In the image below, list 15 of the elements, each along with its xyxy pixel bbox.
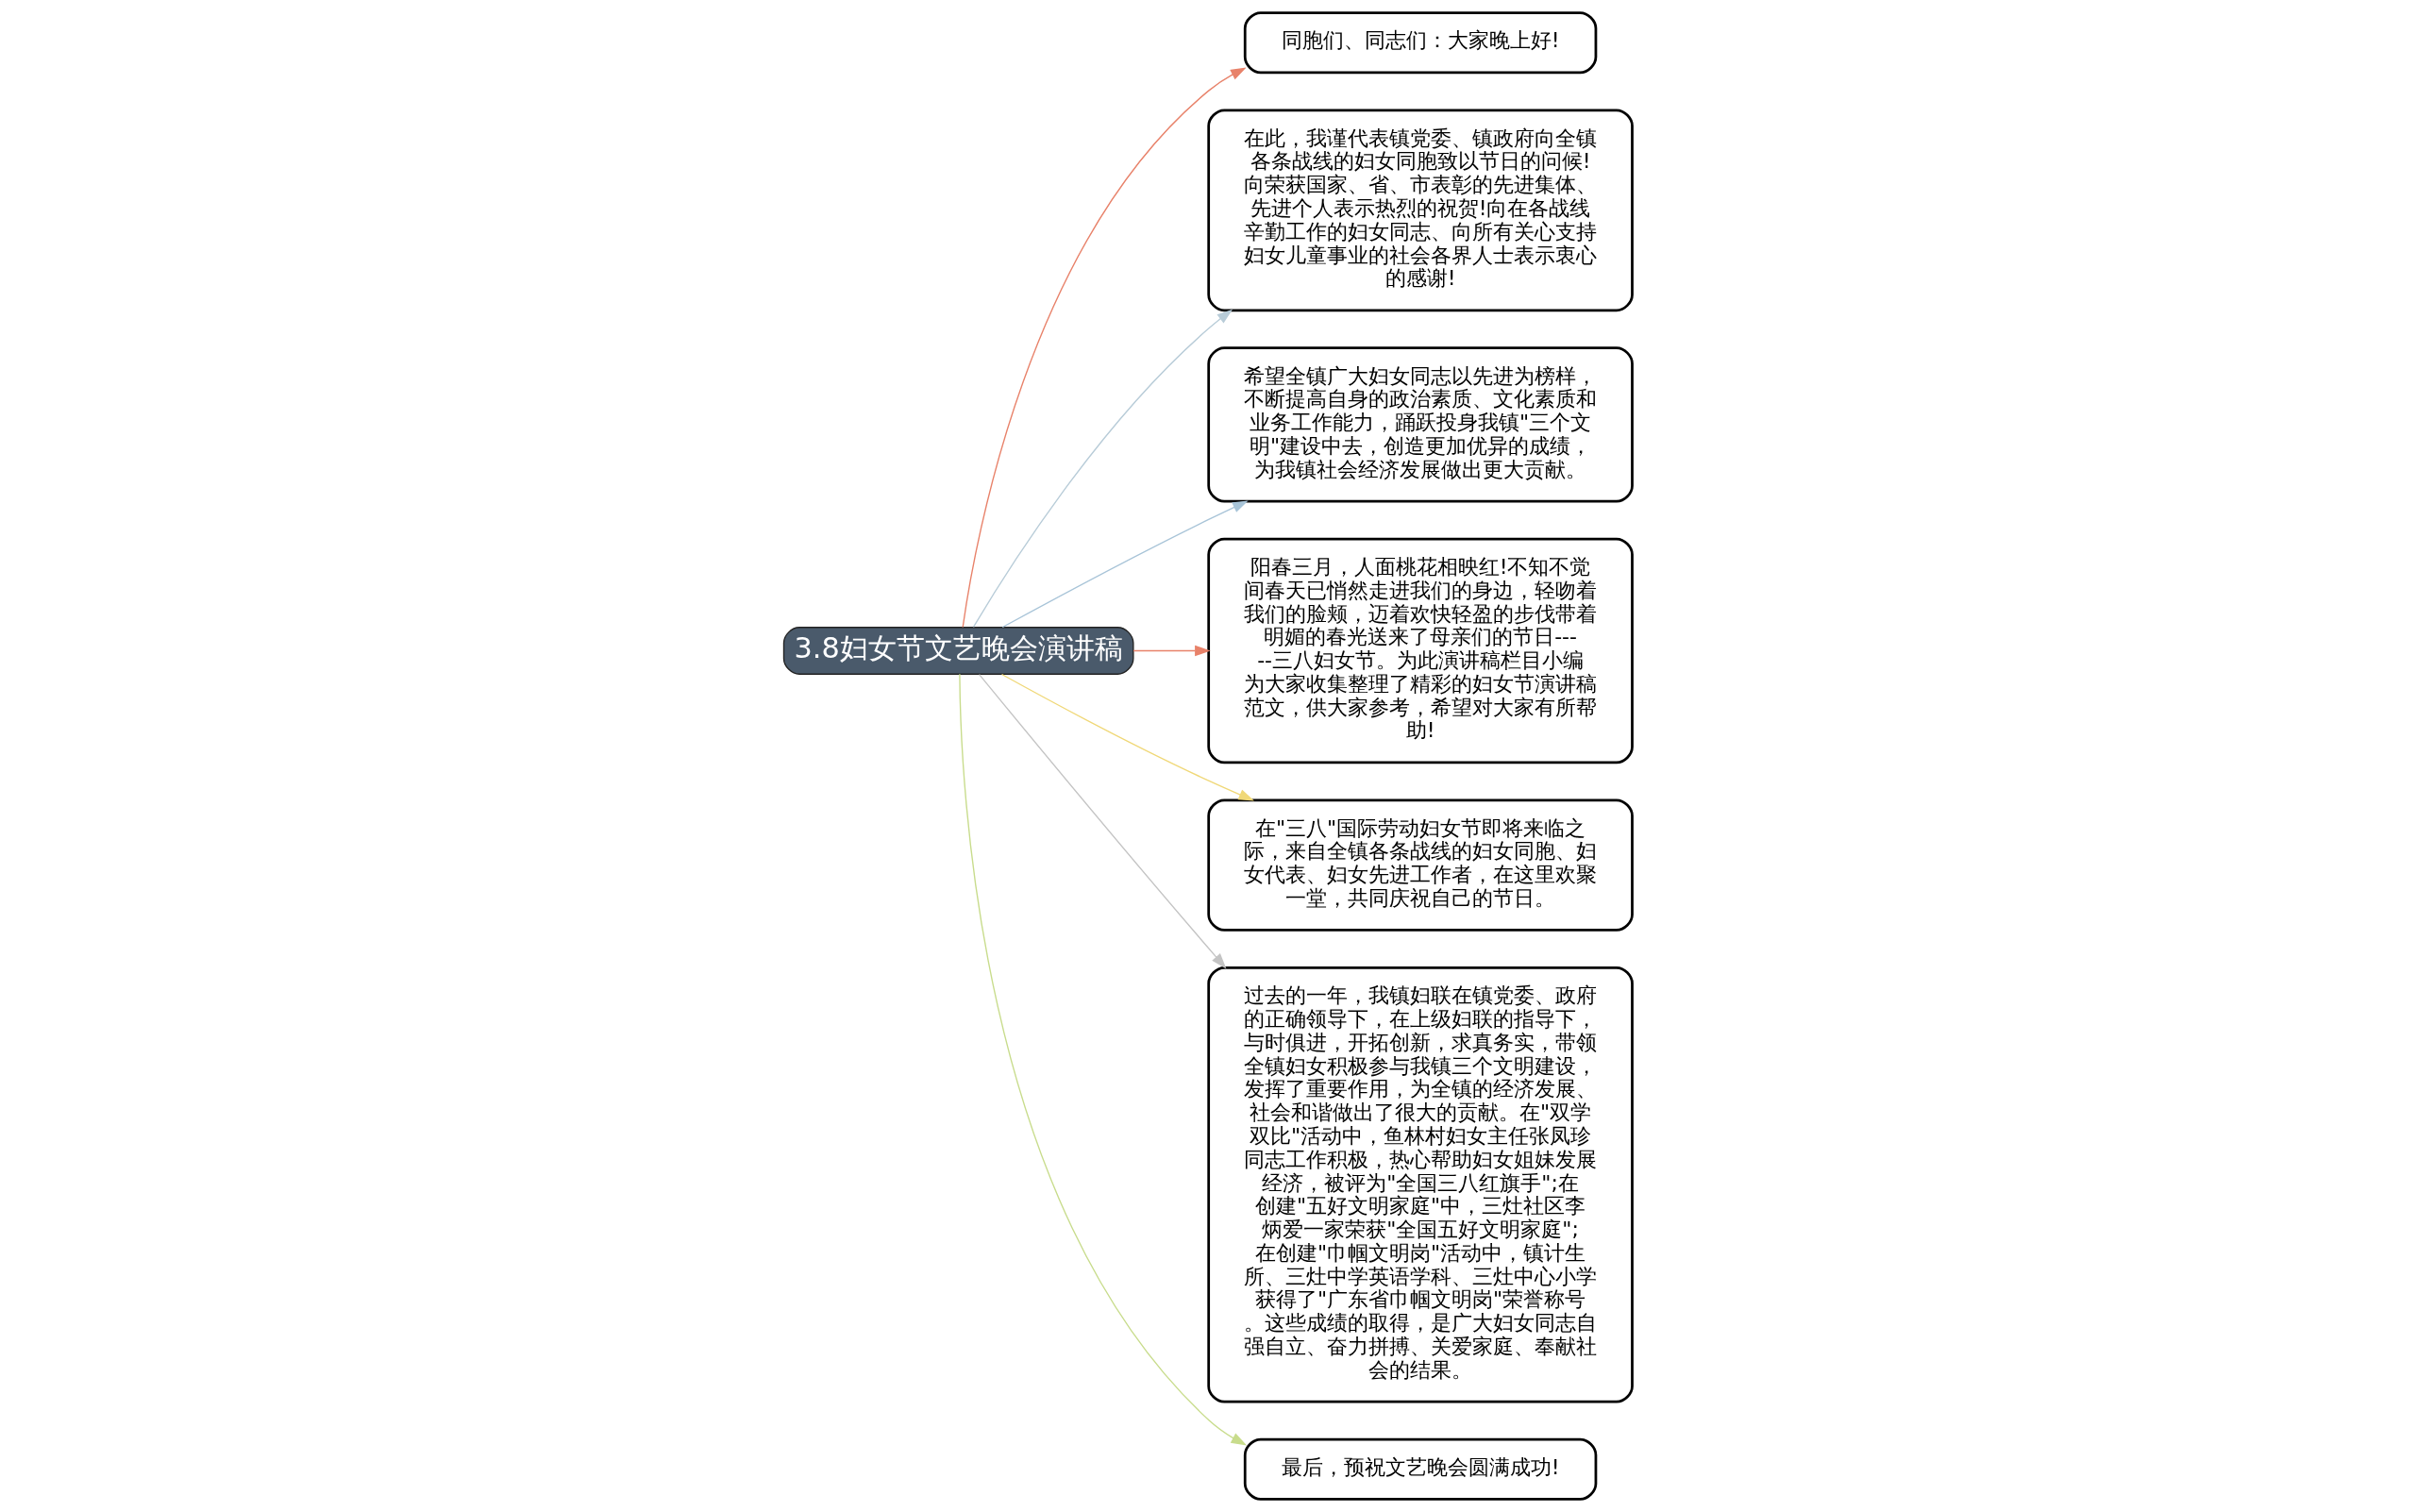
node-box: 阳春三月，人面桃花相映红!不知不觉间春天已悄然走进我们的身边，轻吻着我们的脸颊，迈着欢快轻盈的步伐带着明媚的春光送来了母亲们的节日-----三八妇女节。为此演讲稿栏目小编为大家收集整理了精彩的妇女节演讲稿范文，供大家参考，希望对大家有所帮助! xyxy=(1207,537,1634,764)
arrow xyxy=(959,673,1248,1446)
arrow xyxy=(962,67,1247,629)
arrow xyxy=(1132,645,1211,657)
arrow xyxy=(1001,500,1249,629)
node-box: 在此，我谨代表镇党委、镇政府向全镇各条战线的妇女同胞致以节日的问候!向荣获国家、省、市表彰的先进集体、先进个人表示热烈的祝贺!向在各战线辛勤工作的妇女同志、向所有关心支持妇女儿童事业的社会各界人士表示衷心的感谢! xyxy=(1207,109,1634,312)
node-box: 希望全镇广大妇女同志以先进为榜样，不断提高自身的政治素质、文化素质和业务工作能力，踊跃投身我镇"三个文明"建设中去，创造更加优异的成绩，为我镇社会经济发展做出更大贡献。 xyxy=(1207,346,1634,503)
arrow xyxy=(972,309,1233,629)
node-box: 同胞们、同志们：大家晚上好! xyxy=(1243,11,1598,75)
node-box: 过去的一年，我镇妇联在镇党委、政府的正确领导下，在上级妇联的指导下，与时俱进，开拓创新，求真务实，带领全镇妇女积极参与我镇三个文明建设，发挥了重要作用，为全镇的经济发展、社会和谐做出了很大的贡献。在"双学双比"活动中，鱼林村妇女主任张凤珍同志工作积极，热心帮助妇女姐妹发展经济，被评为"全国三八红旗手";在创建"五好文明家庭"中，三灶社区李炳爱一家荣获"全国五好文明家庭";在创建"巾帼文明岗"活动中，镇计生所、三灶中学英语学科、三灶中心小学获得了"广东省巾帼文明岗"荣誉称号。这些成绩的取得，是广大妇女同志自强自立、奋力拼搏、关爱家庭、奉献社会的结果。 xyxy=(1207,966,1634,1403)
node-box: 3.8妇女节文艺晚会演讲稿 xyxy=(782,627,1134,675)
arrow xyxy=(1000,673,1254,801)
arrow xyxy=(978,673,1227,969)
node-box: 在"三八"国际劳动妇女节即将来临之际，来自全镇各条战线的妇女同胞、妇女代表、妇女先进工作者，在这里欢聚一堂，共同庆祝自己的节日。 xyxy=(1207,798,1634,932)
node-box: 最后，预祝文艺晚会圆满成功! xyxy=(1243,1437,1598,1501)
